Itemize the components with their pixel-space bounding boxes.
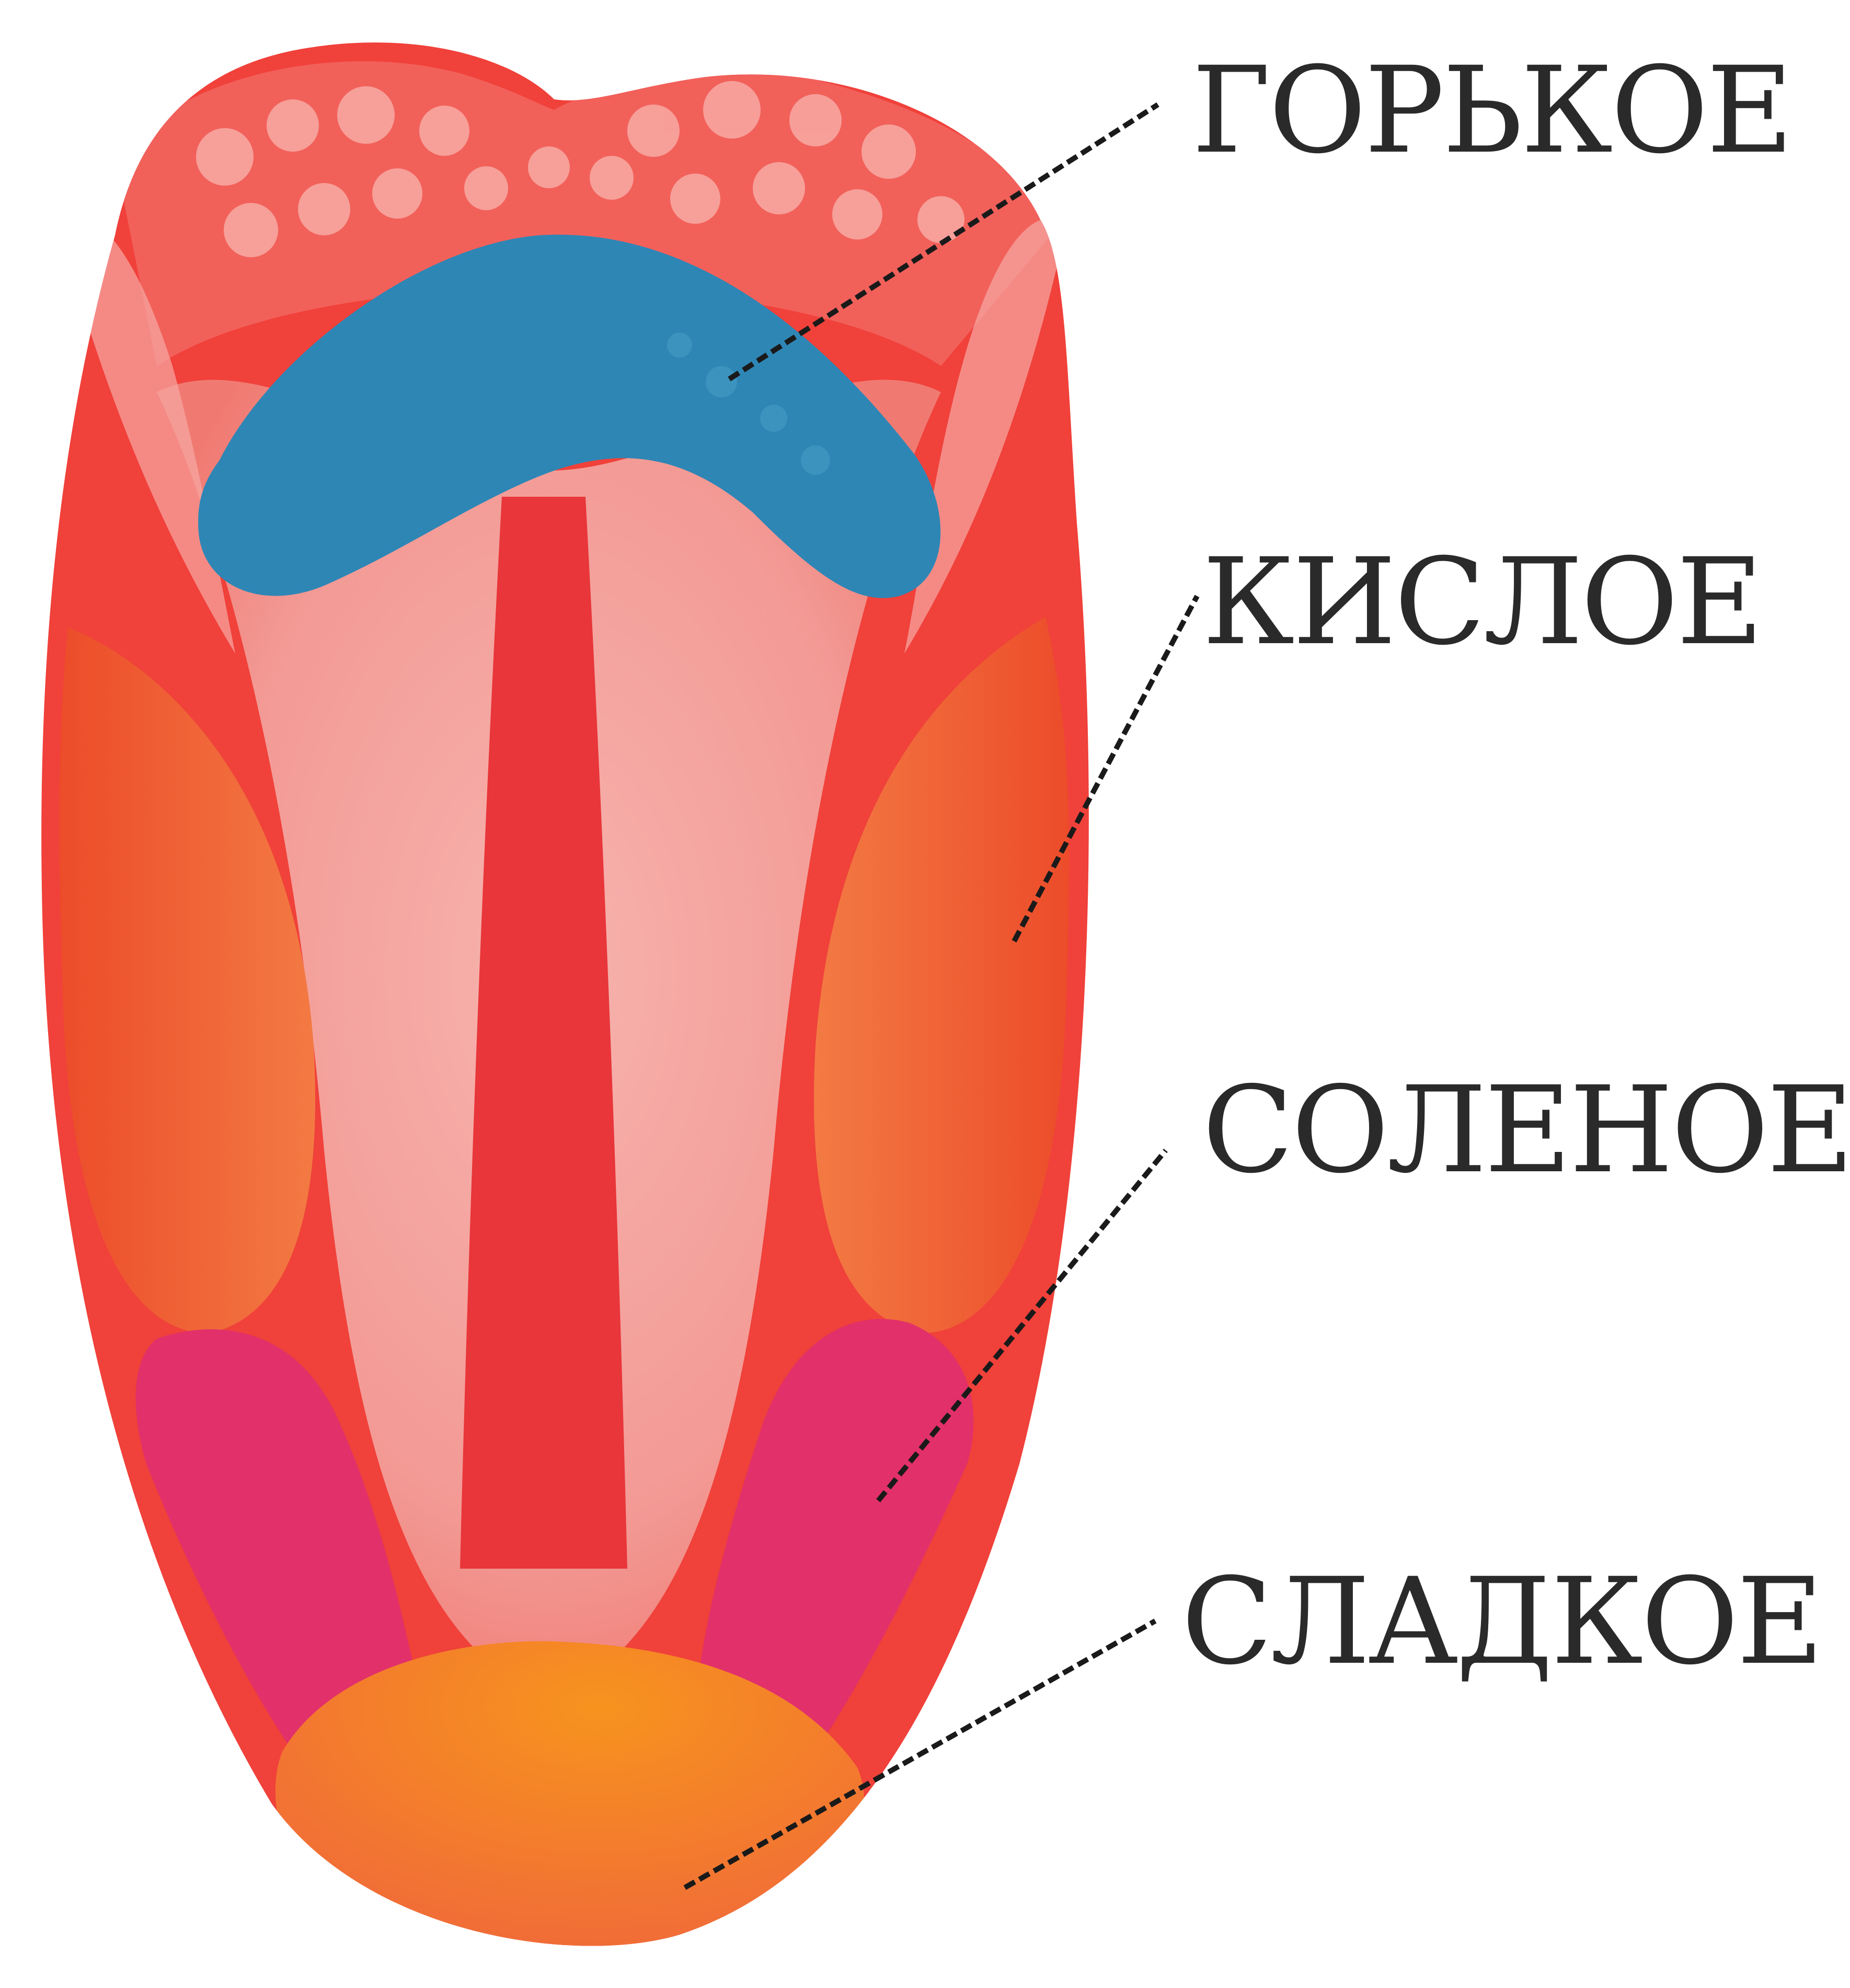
- label-sweet: СЛАДКОЕ: [1181, 1552, 1822, 1691]
- tongue: [41, 42, 1089, 1973]
- label-salty: СОЛЕНОЕ: [1202, 1060, 1850, 1199]
- taste-labels: ГОРЬКОЕ КИСЛОЕ СОЛЕНОЕ СЛАДКОЕ: [1181, 41, 1850, 1691]
- label-sour: КИСЛОЕ: [1202, 532, 1761, 671]
- label-bitter: ГОРЬКОЕ: [1192, 41, 1791, 180]
